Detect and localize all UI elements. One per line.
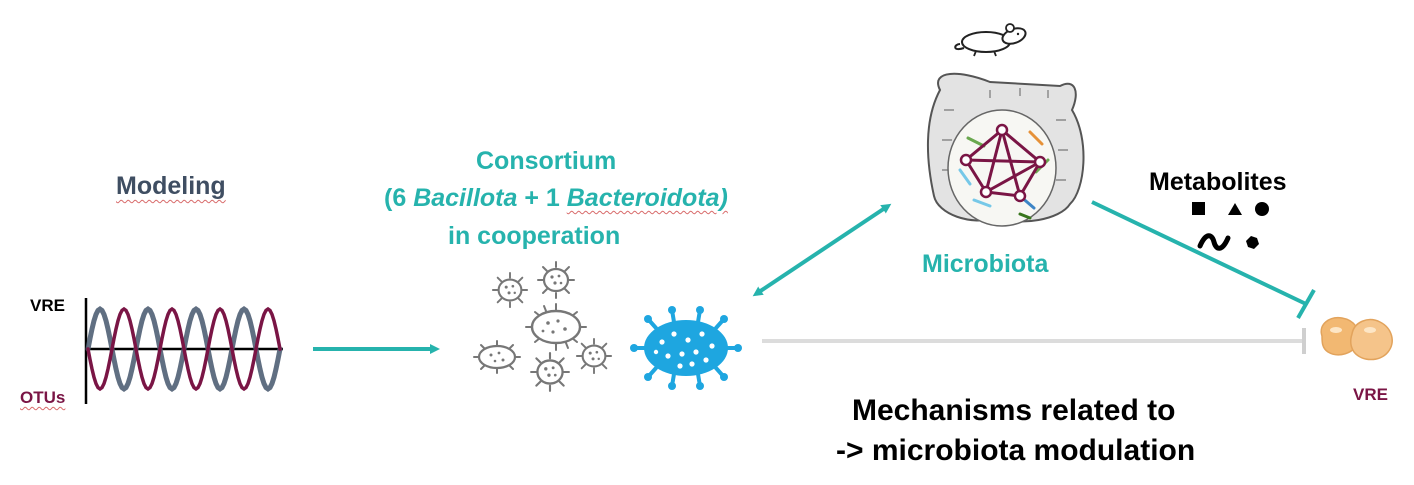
vre-axis-label: VRE (30, 296, 65, 315)
mechanisms-line2: -> microbiota modulation (836, 434, 1196, 467)
microbiota-label: Microbiota (922, 250, 1049, 278)
metabolites-label: Metabolites (1149, 168, 1287, 196)
consortium-cooperation: in cooperation (448, 222, 621, 250)
mouse-icon (954, 23, 1027, 57)
arrow-bacterium-microbiota (752, 203, 892, 297)
bacillota-text: Bacillota (413, 184, 518, 212)
vre-cells-icon (1320, 316, 1393, 361)
metabolite-shapes (1192, 202, 1269, 251)
blue-bacterium-icon (630, 306, 742, 390)
inhibition-line-teal (1091, 200, 1316, 319)
gray-bacteria-cluster (473, 260, 613, 393)
gut-network-icon (926, 72, 1085, 227)
consortium-composition: (6 Bacillota + 1 Bacteroidota) (384, 184, 728, 213)
mechanisms-line1: Mechanisms related to (852, 394, 1176, 427)
modeling-title: Modeling (116, 172, 226, 200)
otus-axis-label: OTUs (20, 388, 66, 407)
consortium-title: Consortium (476, 147, 617, 175)
sine-wave-plot (84, 298, 283, 404)
inhibition-line-gray (762, 328, 1306, 354)
composition-prefix: (6 (384, 184, 414, 212)
bacteroidota-text: Bacteroidota) (566, 184, 728, 212)
composition-mid: + 1 (517, 184, 567, 212)
vre-target-label: VRE (1353, 385, 1388, 404)
